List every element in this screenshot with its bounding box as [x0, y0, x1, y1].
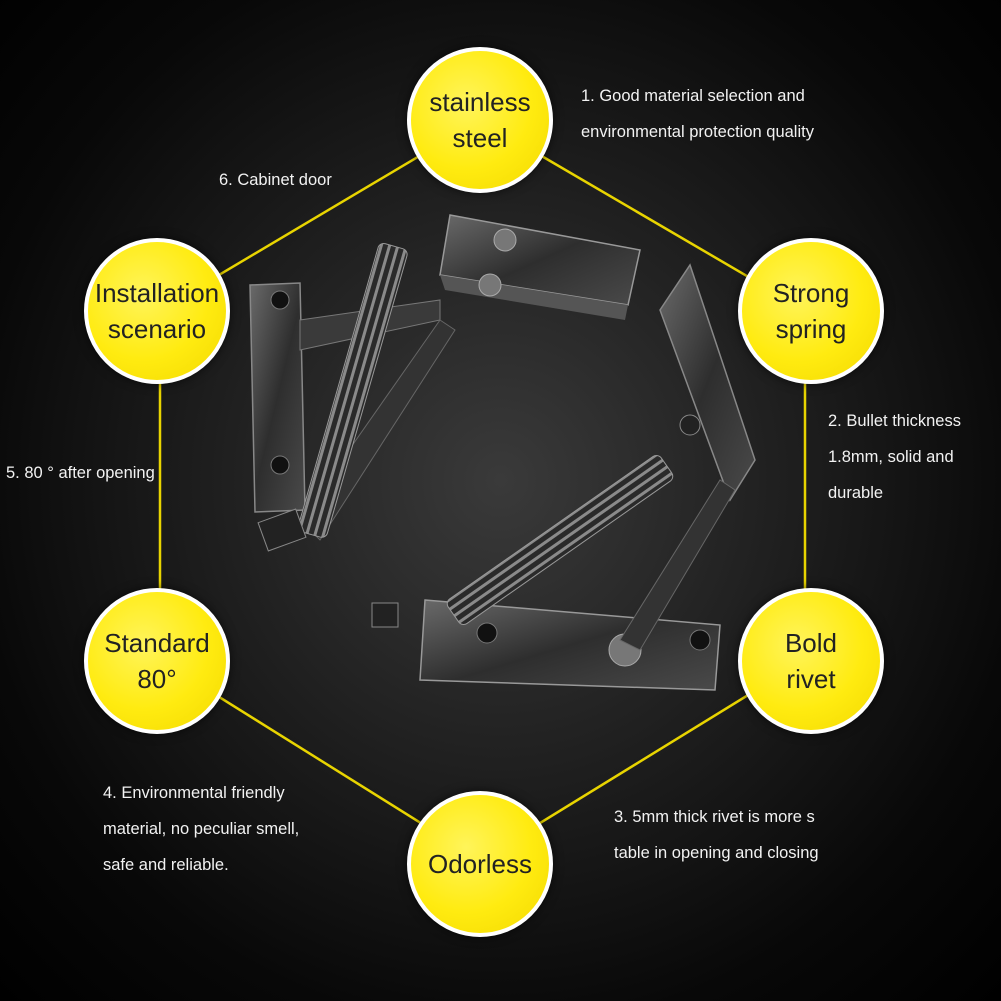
feature-label: Standard 80° [104, 628, 210, 694]
hinge-left [249, 214, 641, 552]
hinge-right [371, 263, 756, 691]
feature-label: stainless steel [429, 87, 531, 153]
feature-label: Installation scenario [94, 278, 220, 344]
note-80-degree-opening: 5. 80 ° after opening [6, 464, 155, 482]
note-cabinet-door: 6. Cabinet door [219, 171, 332, 189]
note-material-quality: 1. Good material selection and environme… [581, 87, 814, 141]
feature-circle-stainless-steel: stainless steel [407, 47, 553, 193]
feature-circle-installation-scenario: Installation scenario [84, 238, 230, 384]
note-bullet-thickness: 2. Bullet thickness 1.8mm, solid and dur… [828, 412, 961, 502]
feature-label: Strong spring [772, 278, 850, 344]
feature-label: Bold rivet [784, 628, 838, 694]
feature-circle-bold-rivet: Bold rivet [738, 588, 884, 734]
feature-label: Odorless [427, 849, 533, 879]
note-environmental-friendly: 4. Environmental friendly material, no p… [103, 784, 300, 874]
feature-circle-standard-80: Standard 80° [84, 588, 230, 734]
feature-circle-strong-spring: Strong spring [738, 238, 884, 384]
note-rivet: 3. 5mm thick rivet is more s table in op… [614, 808, 819, 862]
feature-circle-odorless: Odorless [407, 791, 553, 937]
